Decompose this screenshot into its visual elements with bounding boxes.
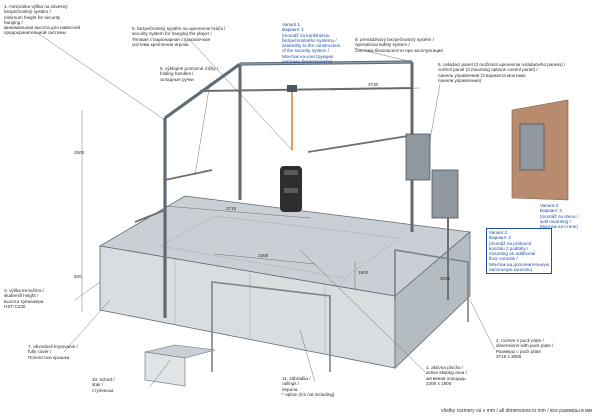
label-railings: 11. zábradlia /railings /перила* option … (282, 376, 335, 397)
dim-line (214, 253, 316, 265)
label-stair: 10. schod /stair /ступенька (92, 377, 115, 393)
label-puck-plate: 2. rozmer s puck plate /dimensions with … (496, 338, 554, 359)
leader-line (353, 47, 413, 63)
dim-3730: 3730 (368, 82, 379, 87)
leader-line (429, 83, 441, 141)
leader-line (35, 31, 166, 121)
active-area-outline (159, 215, 401, 279)
label-active-area: 1. aktívna plocha /active skating area /… (426, 365, 467, 386)
trolley-rail (199, 87, 413, 92)
dim-500: 500 (74, 274, 82, 279)
dim-3715: 3715 (226, 206, 237, 211)
stair-side (144, 351, 186, 387)
footer-note: všetky rozmery sú v mm / all dimensions … (441, 408, 592, 414)
label-skatemill-height: 3. výška trenažéra /skatemill height /вы… (4, 288, 45, 309)
dim-1900: 1900 (358, 270, 369, 275)
folding-handle-left (164, 169, 213, 181)
harness-strap (284, 188, 298, 193)
label-folding-handles: 6. výklopné pomocné rúčky /folding handl… (160, 66, 219, 82)
leader-line (299, 249, 426, 373)
control-panel-floor (431, 169, 459, 219)
leader-line (149, 359, 171, 388)
trolley (287, 85, 297, 92)
dim-line (329, 87, 421, 91)
frame-beam (239, 61, 413, 65)
leader-line (299, 329, 316, 383)
harness-strap (284, 170, 298, 175)
dim-3055: 3055 (440, 276, 451, 281)
railing (394, 249, 469, 322)
label-security-system: 8. bezpečnostný systém na upevnenie hráč… (132, 26, 226, 47)
label-control-panel: 5. ovládací panel (3 možnosti upevnenia … (438, 62, 566, 83)
control-panel-wall (519, 123, 545, 171)
railing (211, 281, 331, 372)
leader-line (194, 82, 211, 176)
leader-line (469, 299, 496, 351)
folding-handle-right (307, 135, 409, 153)
handle-arm (134, 209, 166, 223)
control-panel-frame (405, 133, 431, 181)
dim-line (164, 205, 311, 219)
dim-2300: 2300 (258, 253, 269, 258)
leader-line (74, 281, 101, 301)
label-operational-safety: 9. prevádzkový bezpečnostný systém /oper… (355, 37, 443, 53)
dim-2500: 2500 (74, 150, 85, 155)
leader-line (189, 39, 293, 151)
label-fully-cover: 7. obvodové krytovanie /fully cover /Пол… (28, 344, 78, 360)
leader-line (63, 299, 111, 353)
platform-side-cover (394, 231, 471, 369)
